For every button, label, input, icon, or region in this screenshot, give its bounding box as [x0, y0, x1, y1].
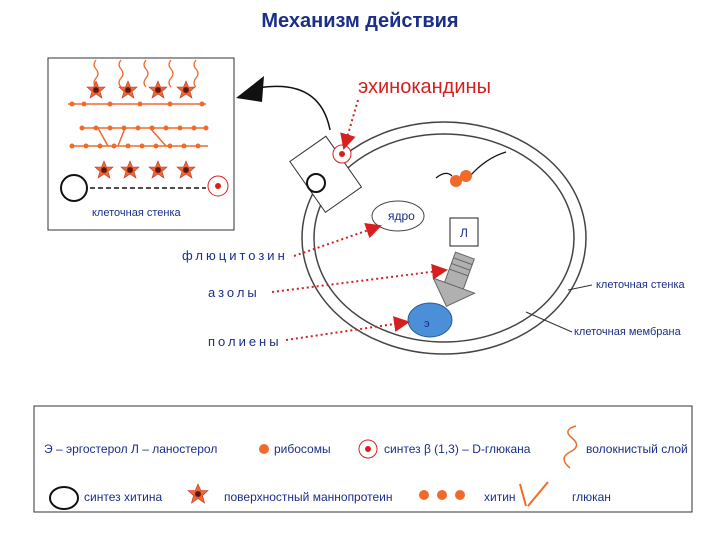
echinocandin-arrow: [340, 99, 359, 150]
ribosome: [460, 170, 472, 182]
glucan-layer: [70, 127, 208, 147]
legend-fibrous-layer: волокнистый слой: [586, 442, 688, 456]
legend-ribosome-icon: [259, 444, 269, 454]
legend-mannoprotein-dots: [419, 490, 465, 500]
nucleus: [371, 200, 425, 232]
ribosome: [450, 175, 462, 187]
mannoprotein-stars: [86, 80, 196, 179]
legend-glucan-synthesis: синтез β (1,3) – D-глюкана: [384, 442, 531, 456]
polyene-arrow: [285, 316, 410, 341]
wall-pointer: [567, 284, 593, 291]
flucytosine-arrow: [293, 223, 382, 257]
chitin-synthase-inset: [60, 174, 88, 202]
zoom-arrowhead: [236, 76, 264, 102]
glucan-dots: [69, 125, 209, 149]
mannoprotein-row-top: [68, 101, 206, 107]
legend-glucan-synthase-icon: [358, 439, 378, 459]
fibrous-strands: [93, 59, 199, 88]
drug-azoles-label: азолы: [208, 285, 260, 300]
drug-echinocandins-label: эхинокандины: [358, 76, 491, 98]
chitin-synthase-cell: [306, 173, 326, 193]
cell-wall-label: клеточная стенка: [596, 279, 685, 291]
legend-ribosomes: рибосомы: [274, 442, 331, 456]
conversion-arrow: [432, 251, 476, 307]
cell-membrane-label: клеточная мембрана: [574, 326, 681, 338]
ergosterol-label: э: [424, 318, 430, 330]
legend-chitin: хитин: [484, 490, 516, 504]
membrane-pointer: [525, 311, 573, 333]
legend-chitin-synthesis: синтез хитина: [84, 490, 163, 504]
page-title: Механизм действия: [261, 10, 459, 32]
cell-membrane: [313, 133, 575, 343]
zoom-arrow: [257, 85, 331, 131]
mrna-strand: [435, 151, 507, 179]
legend-glucan: глюкан: [572, 490, 611, 504]
drug-flucytosine-label: флюцитозин: [182, 248, 288, 263]
drug-arrows: [271, 99, 448, 341]
lanosterol-box-label: Л: [460, 226, 468, 240]
legend-chitin-synthase-icon: [49, 486, 79, 510]
legend-fibrous-icon: [563, 425, 578, 469]
ergosterol-oval: [407, 302, 453, 338]
legend-chitin-icon: [519, 481, 549, 507]
legend-box: [33, 405, 693, 513]
glucan-synthase-cell: [332, 144, 352, 164]
inset-cell-wall-label: клеточная стенка: [92, 207, 181, 219]
drug-polyenes-label: полиены: [208, 334, 282, 349]
azole-arrow: [271, 263, 448, 293]
cell-wall-inset-box: [47, 57, 235, 231]
cell-wall: [301, 121, 587, 355]
nucleus-label: ядро: [388, 209, 415, 223]
lanosterol-box: [449, 217, 479, 247]
glucan-synthase-inset: [207, 175, 229, 197]
legend-mannoprotein-icon: [187, 483, 209, 504]
legend-mannoprotein: поверхностный маннопротеин: [224, 490, 393, 504]
legend-ergo-lano: Э – эргостерол Л – ланостерол: [44, 442, 218, 456]
